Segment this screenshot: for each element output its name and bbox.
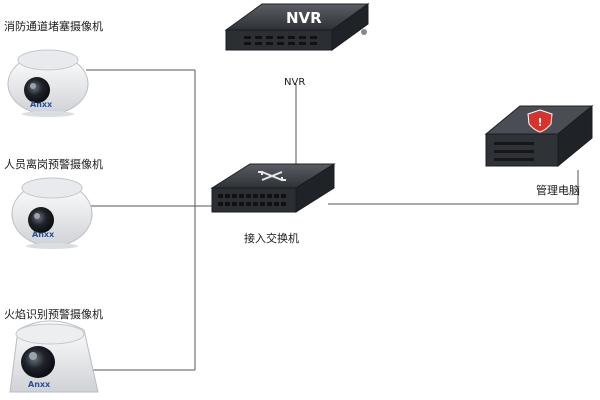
switch-label: 接入交换机 <box>244 232 299 245</box>
camera-1-brand: Anxx <box>30 100 53 109</box>
camera-3 <box>9 320 99 393</box>
camera-2-brand: Anxx <box>32 230 55 239</box>
svg-text:!: ! <box>537 116 542 129</box>
management-pc-device: ! <box>484 104 594 168</box>
camera-1 <box>7 49 89 117</box>
access-switch <box>210 163 336 213</box>
nvr-label: NVR <box>284 77 306 88</box>
nvr-power-icon <box>361 29 367 35</box>
nvr-device <box>224 3 370 51</box>
connection-lines <box>86 69 579 371</box>
camera-3-label: 火焰识别预警摄像机 <box>4 308 103 321</box>
shield-alert-icon: ! <box>527 109 553 133</box>
camera-2 <box>11 177 93 249</box>
camera-1-label: 消防通道堵塞摄像机 <box>4 20 103 33</box>
nvr-face-text: NVR <box>286 9 322 27</box>
management-pc-label: 管理电脑 <box>536 184 580 197</box>
camera-3-brand: Anxx <box>28 380 51 389</box>
camera-2-label: 人员离岗预警摄像机 <box>4 158 103 171</box>
switch-arrows-icon <box>258 171 286 181</box>
